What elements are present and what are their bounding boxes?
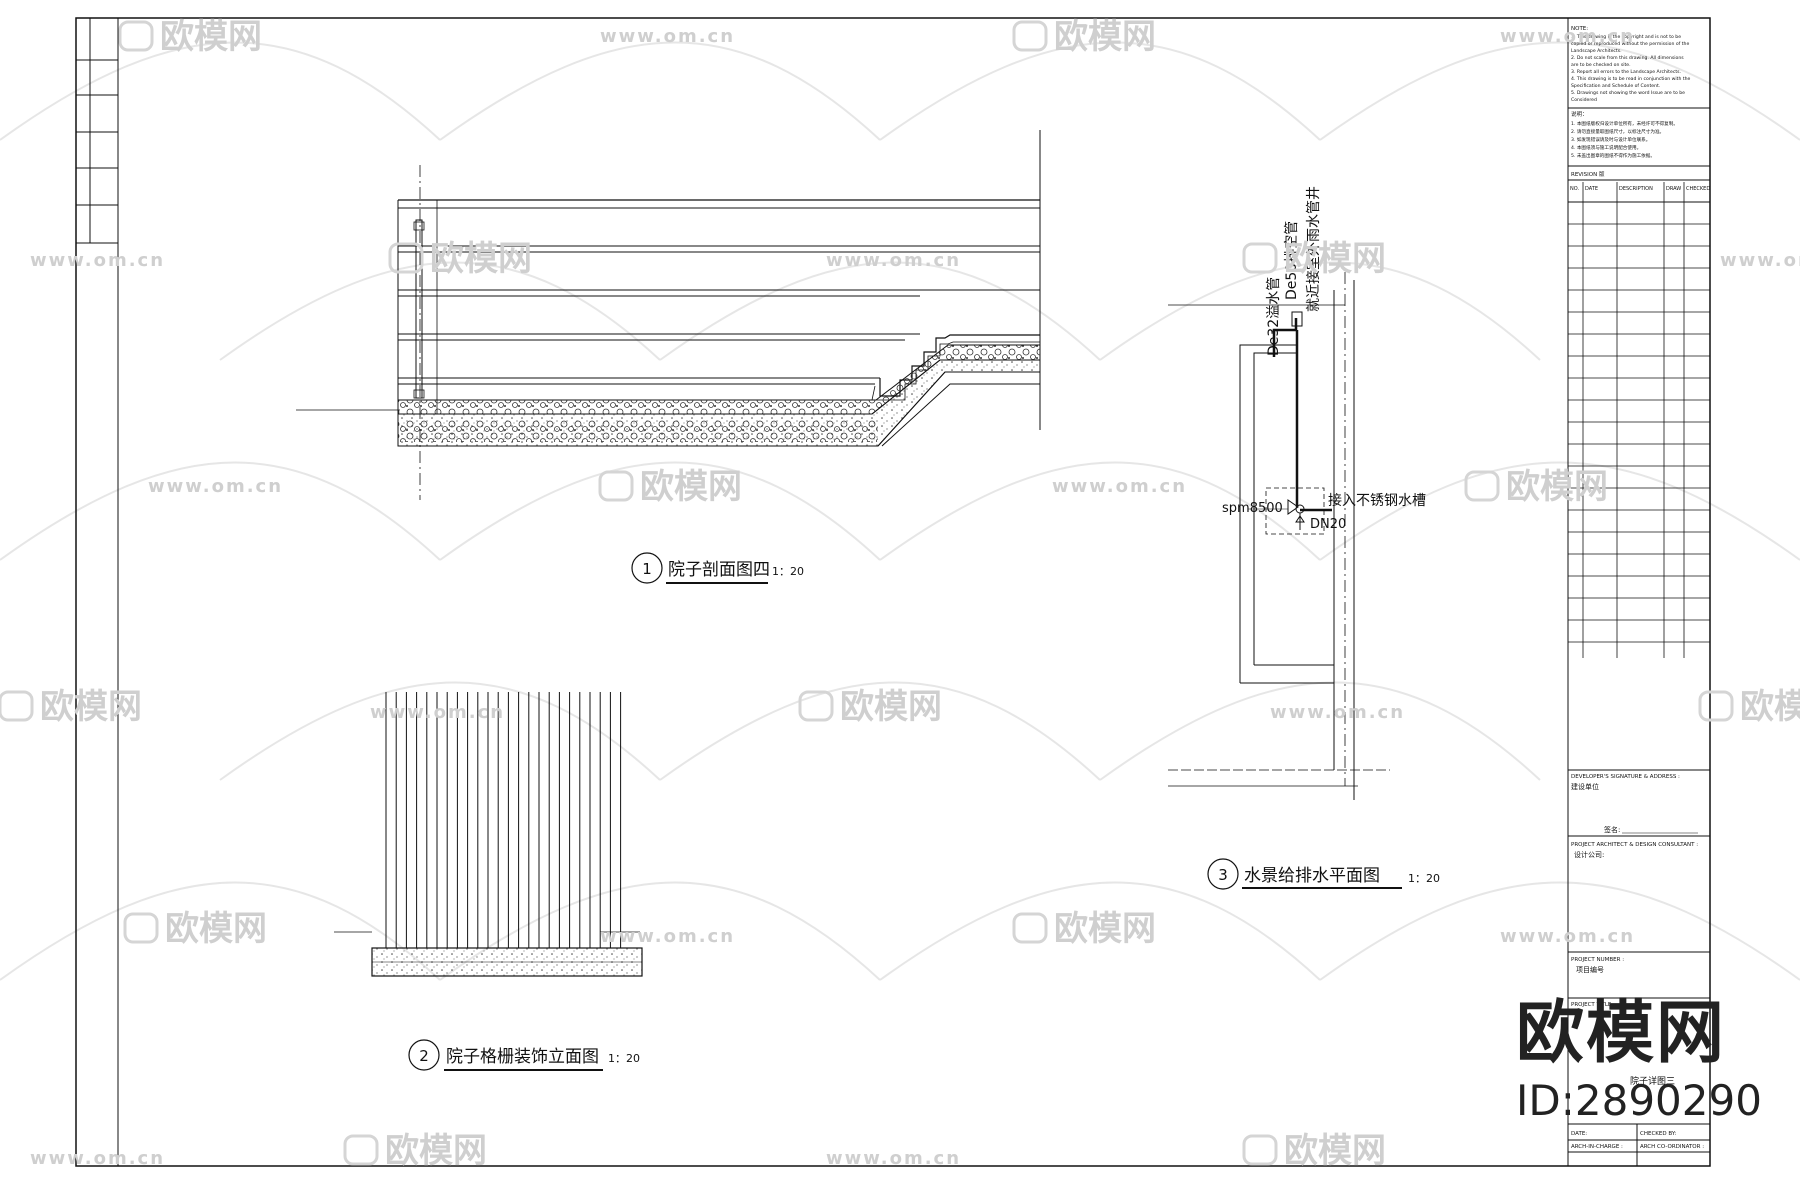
revision-column-header: DRAW bbox=[1666, 186, 1681, 192]
checked-by-label: CHECKED BY: bbox=[1640, 1131, 1676, 1137]
watermark-brand: 欧模网 bbox=[165, 909, 267, 949]
drawing-title: 院子格栅装饰立面图 bbox=[446, 1047, 599, 1067]
sign-label: 签名: bbox=[1604, 825, 1620, 834]
revision-column-header: DESCRIPTION bbox=[1619, 186, 1653, 192]
revision-column-header: DATE bbox=[1585, 186, 1598, 192]
project-title-label: PROJECT TITLE : bbox=[1571, 1002, 1615, 1008]
drawing-number: 2 bbox=[419, 1047, 429, 1065]
watermark-brand: 欧模网 bbox=[1284, 1131, 1386, 1171]
notes-chinese: 1. 本图纸版权归设计单位所有，未经许可不得复制。2. 请勿直接量取图纸尺寸，以… bbox=[1571, 120, 1678, 159]
watermark-brand: 欧模网 bbox=[1284, 239, 1386, 279]
note-line: Landscape Architects. bbox=[1571, 48, 1622, 54]
grille-elevation-drawing bbox=[334, 931, 643, 977]
watermark-brand: 欧模网 bbox=[385, 1131, 487, 1171]
note-line: 1. This drawing is the copyright and is … bbox=[1571, 34, 1681, 40]
id-watermark: ID:2890290 bbox=[1516, 1076, 1762, 1125]
plumbing-title-label: 3 水景给排水平面图 1：20 bbox=[1207, 858, 1440, 890]
grille-bars bbox=[385, 692, 622, 948]
note-line-cn: 3. 如发现错误请及时与设计单位联系。 bbox=[1571, 136, 1650, 143]
watermark-brand: 欧模网 bbox=[1054, 17, 1156, 57]
grille-title-label: 2 院子格栅装饰立面图 1：20 bbox=[408, 1039, 640, 1071]
watermark-brand: 欧模网 bbox=[1740, 687, 1800, 727]
watermark-arc-layer bbox=[0, 41, 1800, 981]
stainless-sink-label: 接入不锈钢水槽 bbox=[1328, 492, 1426, 509]
revision-label: REVISION 版 bbox=[1571, 170, 1605, 178]
drawing-title-field: 院子详图三 bbox=[1630, 1075, 1675, 1087]
watermark-site: www.om.cn bbox=[826, 250, 961, 271]
note-line-cn: 1. 本图纸版权归设计单位所有，未经许可不得复制。 bbox=[1571, 120, 1678, 127]
plumbing-plan-drawing bbox=[1168, 272, 1390, 800]
revision-table-grid bbox=[1567, 182, 1711, 658]
project-number-label: PROJECT NUMBER : bbox=[1571, 957, 1624, 963]
drain-well-label: 就近接室外雨水管井 bbox=[1305, 186, 1322, 312]
watermark-site: www.om.cn bbox=[600, 26, 735, 47]
note-line: Specification and Schedule of Content. bbox=[1571, 83, 1660, 89]
drawing-scale: 1：20 bbox=[608, 1052, 640, 1065]
project-number-sub: 项目编号 bbox=[1576, 965, 1604, 974]
watermark-site: www.om.cn bbox=[1720, 250, 1800, 271]
watermark-brand: 欧模网 bbox=[840, 687, 942, 727]
arch-in-charge-label: ARCH-IN-CHARGE : bbox=[1571, 1144, 1623, 1150]
sheet-border bbox=[75, 17, 1711, 1167]
section-title-label: 1 院子剖面图四 1：20 bbox=[631, 552, 804, 584]
watermark-brand: 欧模网 bbox=[160, 17, 262, 57]
overflow-pipe-label: De32溢水管 bbox=[1266, 277, 1282, 356]
title-block-text: NOTE: 1. This drawing is the copyright a… bbox=[1570, 26, 1710, 1150]
note-line-cn: 4. 本图纸须与施工说明配合使用。 bbox=[1571, 144, 1641, 151]
revision-column-header: NO. bbox=[1570, 186, 1579, 192]
notes-english: 1. This drawing is the copyright and is … bbox=[1571, 34, 1691, 103]
note-line: 5. Drawings not showing the word Issue a… bbox=[1571, 90, 1685, 96]
watermark-site: www.om.cn bbox=[600, 926, 735, 947]
watermark-brand: 欧模网 bbox=[1054, 909, 1156, 949]
revision-columns: NO. DATE DESCRIPTION DRAW CHECKED bbox=[1570, 186, 1710, 192]
watermark-site: www.om.cn bbox=[1270, 702, 1405, 723]
watermark-site: www.om.cn bbox=[1500, 926, 1635, 947]
watermark-site: www.om.cn bbox=[1500, 26, 1635, 47]
watermark-site: www.om.cn bbox=[30, 1148, 165, 1169]
pump-label: spm8500 bbox=[1222, 501, 1283, 516]
watermark-site: www.om.cn bbox=[30, 250, 165, 271]
watermark-site: www.om.cn bbox=[1052, 476, 1187, 497]
note-line-cn: 5. 未盖出图章的图纸不得作为施工依据。 bbox=[1571, 152, 1655, 159]
note-line: 4. This drawing is to be read in conjunc… bbox=[1571, 76, 1691, 82]
arch-coordinator-label: ARCH CO-ORDINATOR : bbox=[1640, 1144, 1704, 1150]
brand-watermark: 欧模网 bbox=[1516, 994, 1727, 1073]
drawing-scale: 1：20 bbox=[772, 565, 804, 578]
notes-header: NOTE: bbox=[1571, 26, 1588, 32]
watermark-site: www.om.cn bbox=[826, 1148, 961, 1169]
revision-column-header: CHECKED bbox=[1686, 186, 1710, 192]
watermark-brand: 欧模网 bbox=[1506, 467, 1608, 507]
watermark-brand: 欧模网 bbox=[640, 467, 742, 507]
date-label: DATE: bbox=[1571, 1131, 1587, 1137]
drawing-title: 水景给排水平面图 bbox=[1244, 866, 1380, 886]
note-line-cn: 2. 请勿直接量取图纸尺寸，以标注尺寸为准。 bbox=[1571, 128, 1664, 135]
drawing-number: 3 bbox=[1218, 866, 1228, 884]
architect-sub: 设计公司: bbox=[1574, 850, 1604, 859]
binding-strip bbox=[75, 17, 119, 244]
notes-cn-header: 说明： bbox=[1571, 110, 1588, 118]
note-line: 2. Do not scale from this drawing. All d… bbox=[1571, 55, 1684, 61]
note-line: 3. Report all errors to the Landscape Ar… bbox=[1571, 69, 1681, 75]
drawing-number: 1 bbox=[642, 560, 652, 578]
drain-pipe-label: De50排空管 bbox=[1284, 221, 1300, 300]
plumbing-callouts: De32溢水管 De50排空管 就近接室外雨水管井 spm8500 接入不锈钢水… bbox=[1222, 186, 1426, 532]
drawing-title: 院子剖面图四 bbox=[668, 560, 770, 580]
note-line: copied or reproduced without the permiss… bbox=[1571, 41, 1689, 47]
watermark-brand: 欧模网 bbox=[40, 687, 142, 727]
watermark-site: www.om.cn bbox=[370, 702, 505, 723]
architect-label: PROJECT ARCHITECT & DESIGN CONSULTANT : bbox=[1571, 842, 1698, 848]
drawing-scale: 1：20 bbox=[1408, 872, 1440, 885]
watermark-brand: 欧模网 bbox=[430, 239, 532, 279]
watermark-layer: 欧模网欧模网欧模网欧模网欧模网欧模网欧模网欧模网欧模网欧模网欧模网欧模网欧模网w… bbox=[0, 17, 1800, 1171]
note-line: Considered bbox=[1571, 97, 1597, 103]
note-line: are to be checked on site. bbox=[1571, 62, 1631, 68]
section-drawing bbox=[296, 130, 1041, 500]
developer-sub: 建设单位 bbox=[1571, 782, 1599, 791]
watermark-site: www.om.cn bbox=[148, 476, 283, 497]
developer-label: DEVELOPER'S SIGNATURE & ADDRESS : bbox=[1571, 774, 1680, 780]
pipe-diameter-label: DN20 bbox=[1310, 517, 1346, 532]
